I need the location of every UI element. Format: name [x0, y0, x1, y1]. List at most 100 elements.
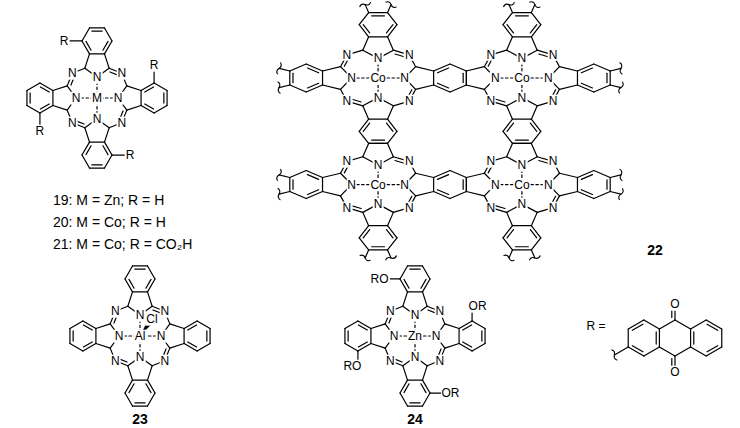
double-bond-line	[515, 246, 528, 247]
atom-label: N	[485, 201, 496, 214]
atom-label: N	[490, 72, 501, 85]
bond	[90, 167, 105, 168]
double-bond-line	[693, 332, 694, 344]
bond	[125, 380, 133, 393]
atom-label: N	[389, 330, 400, 343]
compound-caption: 21: M = Co; R = CO₂H	[52, 237, 193, 252]
bond	[369, 119, 388, 120]
double-bond-line	[188, 325, 197, 330]
bond	[472, 344, 485, 352]
bond	[306, 192, 322, 199]
bond	[184, 321, 197, 329]
double-bond-line	[73, 331, 74, 341]
double-bond-line	[206, 331, 207, 341]
bond	[133, 265, 148, 266]
bond	[148, 266, 156, 279]
bond	[306, 85, 322, 92]
atom-label: N	[373, 52, 384, 65]
bond	[594, 64, 610, 71]
double-bond-line	[438, 190, 449, 195]
bond	[140, 91, 141, 106]
bond	[141, 83, 154, 91]
atom-label: N	[404, 201, 415, 214]
atom-label: N	[485, 95, 496, 108]
bond	[388, 37, 394, 50]
double-bond-line	[463, 180, 464, 190]
double-bond-line	[581, 83, 592, 88]
bond	[388, 5, 391, 13]
polymer-continuation	[620, 169, 623, 181]
double-bond-line	[135, 269, 145, 270]
bond	[369, 12, 388, 13]
bond	[503, 238, 512, 250]
atom-label: N	[517, 91, 528, 104]
polymer-continuation	[529, 256, 540, 261]
bond	[279, 192, 290, 195]
atom-label: N	[342, 49, 353, 62]
bond	[82, 142, 90, 155]
bond	[466, 67, 484, 71]
bond	[306, 64, 322, 71]
metal-label: Co	[513, 178, 530, 191]
bond	[423, 266, 431, 279]
atom-label: N	[135, 351, 146, 364]
double-bond-line	[404, 384, 409, 393]
bond	[388, 131, 397, 143]
double-bond-line	[463, 342, 472, 347]
double-bond-line	[507, 230, 513, 238]
double-bond-line	[30, 93, 31, 103]
bond	[197, 344, 210, 352]
bond	[369, 36, 388, 37]
bond	[70, 321, 83, 329]
double-bond-line	[530, 25, 536, 33]
double-bond-line	[92, 31, 102, 32]
double-bond-line	[163, 93, 164, 103]
atom-label: N	[373, 198, 384, 211]
bond	[400, 266, 408, 279]
bond	[148, 279, 156, 292]
bond	[423, 279, 431, 292]
atom-label: N	[399, 178, 410, 191]
bond	[466, 85, 484, 89]
bond	[434, 64, 450, 71]
bond	[400, 279, 408, 292]
bond	[503, 13, 512, 25]
bond	[363, 106, 369, 119]
bond	[459, 321, 472, 329]
bond	[388, 106, 394, 119]
atom-label: O	[669, 298, 680, 311]
bond	[344, 329, 345, 344]
bond	[466, 71, 467, 85]
bond	[531, 250, 534, 258]
polymer-continuation	[503, 255, 514, 261]
bond	[577, 85, 593, 92]
bond	[594, 192, 610, 199]
bond	[141, 106, 154, 114]
bond	[358, 321, 371, 329]
bond	[434, 192, 450, 199]
double-bond-line	[308, 190, 319, 195]
bond	[52, 91, 53, 106]
bond	[507, 37, 513, 50]
bond	[90, 27, 105, 28]
double-bond-line	[656, 332, 657, 344]
bond	[323, 173, 341, 177]
double-bond-line	[581, 190, 592, 195]
bond	[125, 279, 133, 292]
bond	[559, 173, 577, 177]
polymer-continuation	[360, 255, 371, 261]
atom-label: N	[346, 178, 357, 191]
bond	[359, 238, 368, 250]
bond	[644, 320, 660, 329]
atom-label: N	[71, 92, 82, 105]
bond	[363, 212, 369, 225]
bond	[388, 238, 397, 250]
substituent-label: OR	[468, 300, 488, 313]
bond	[125, 266, 133, 279]
atom-label: N	[342, 155, 353, 168]
double-bond-line	[145, 87, 154, 92]
bond	[531, 238, 540, 250]
atom-label: N	[404, 49, 415, 62]
bond	[531, 13, 540, 25]
